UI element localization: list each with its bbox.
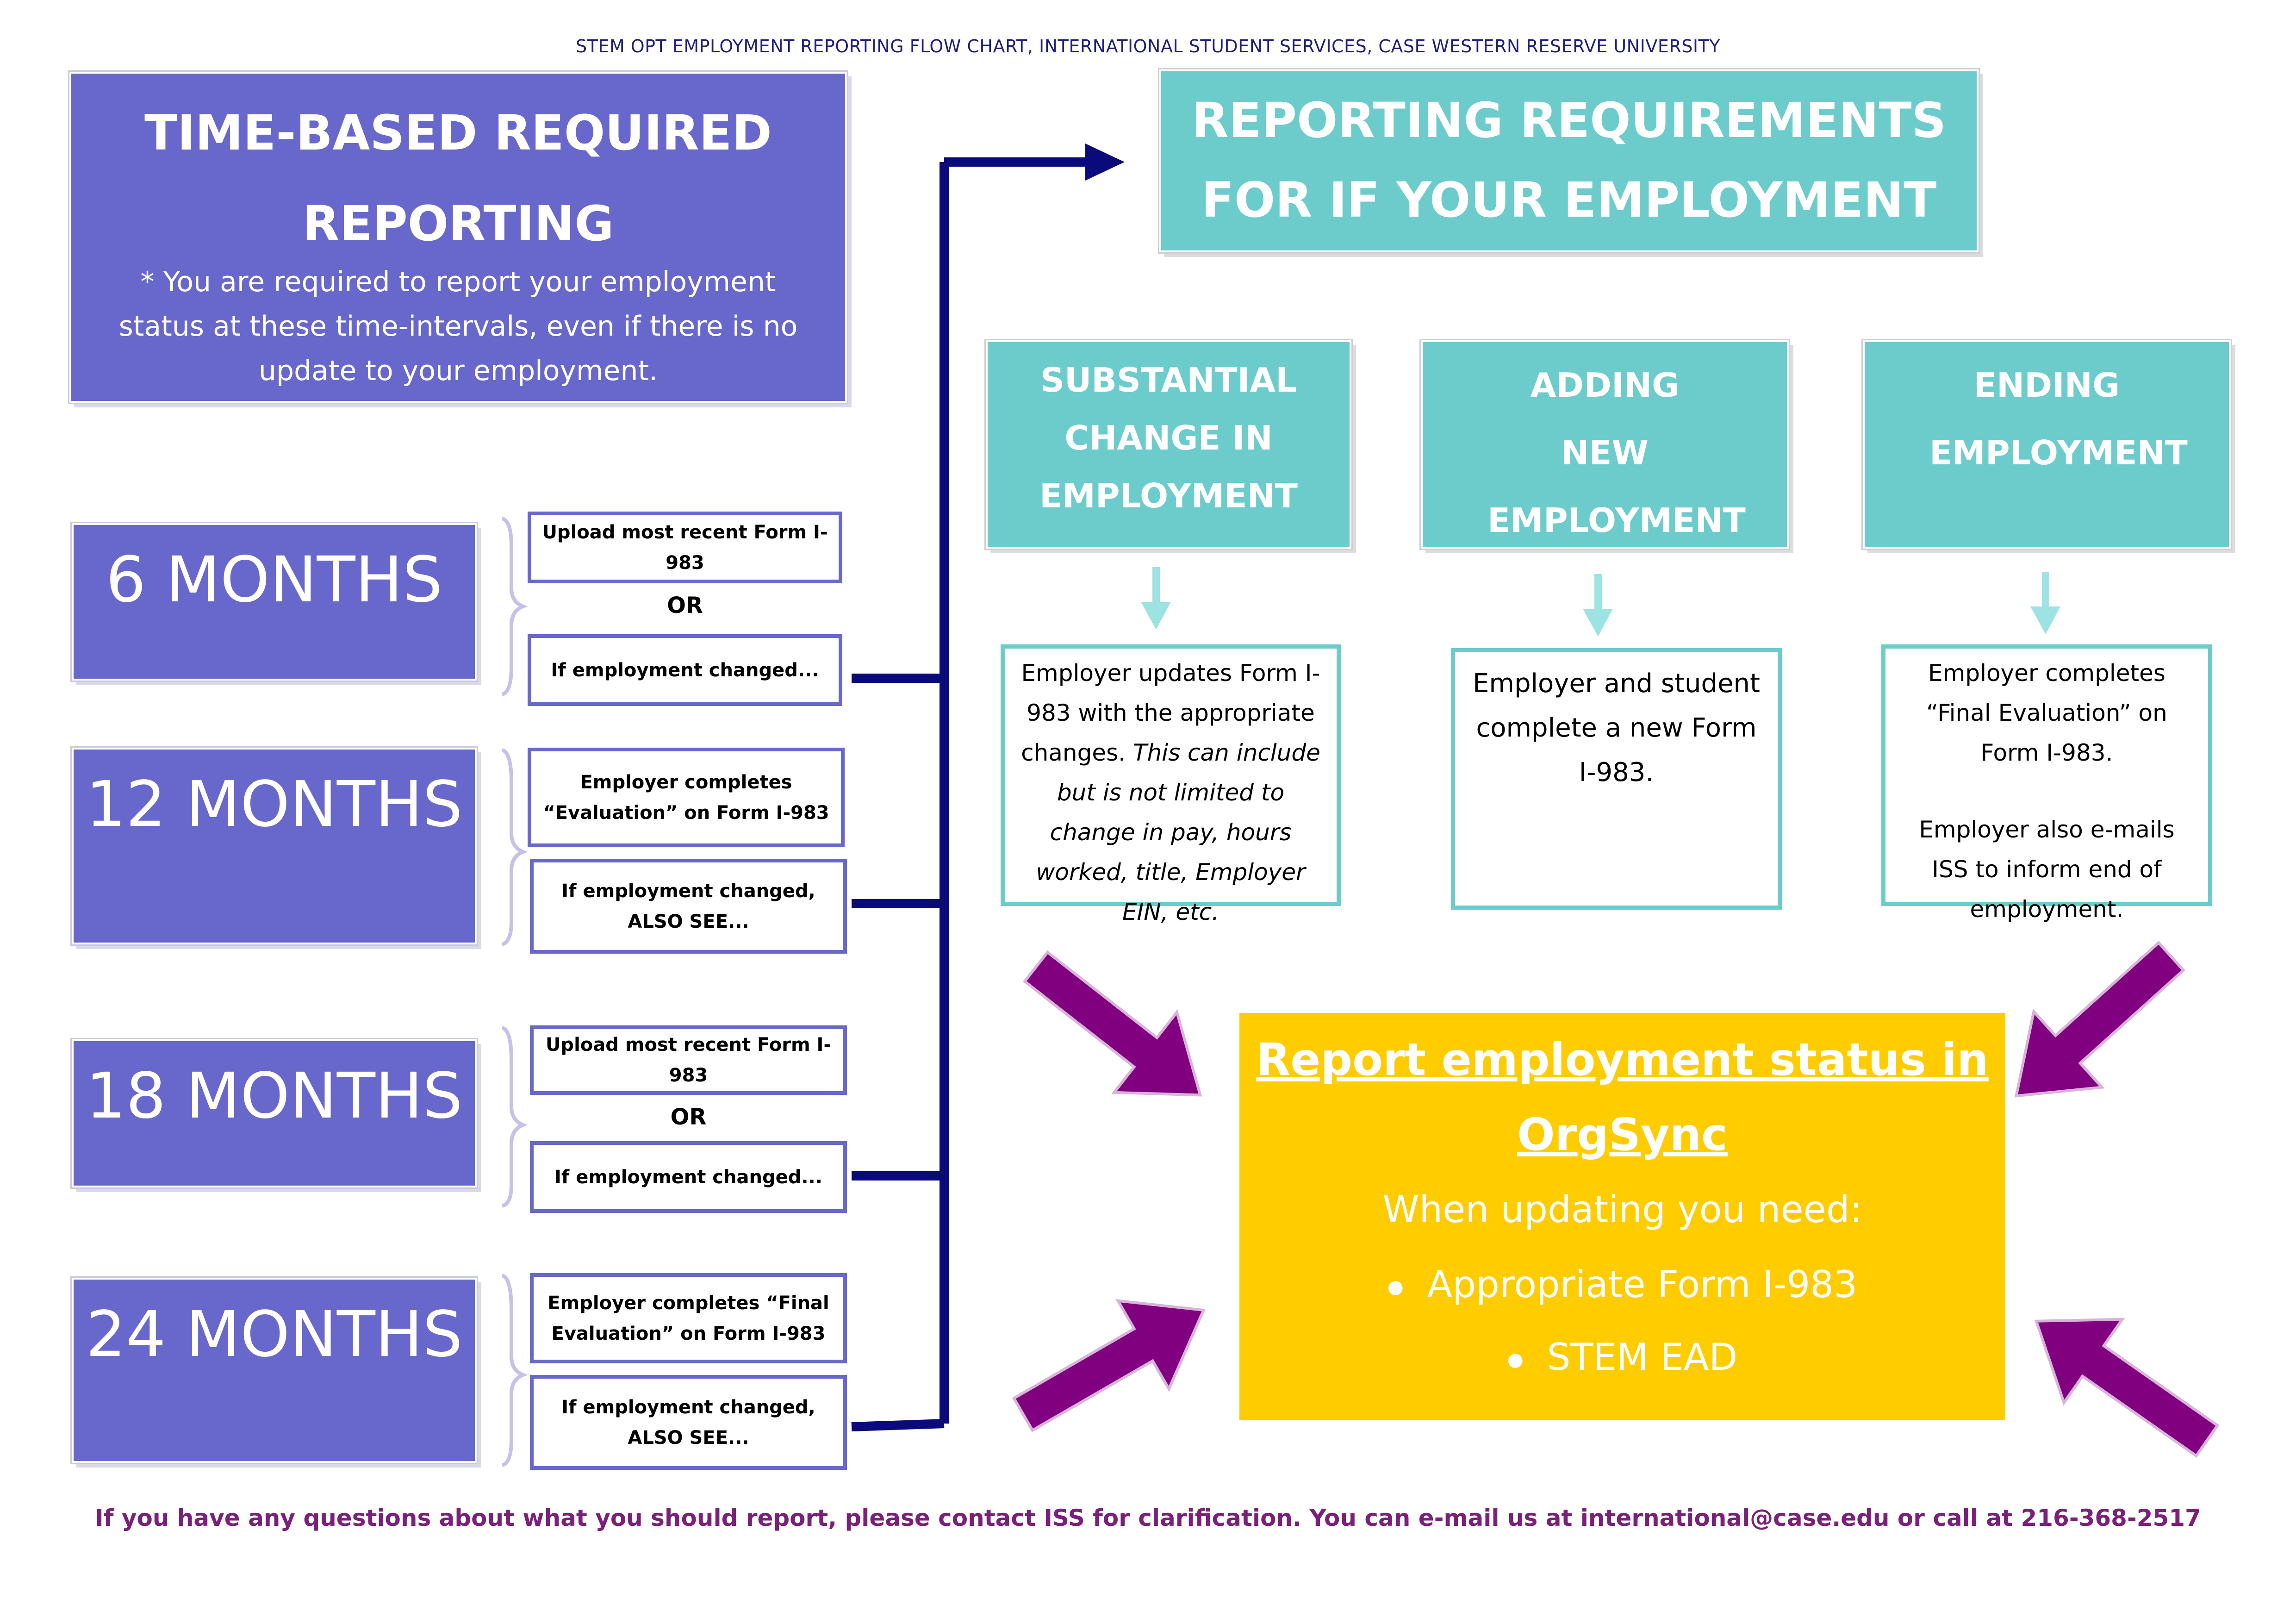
option-box: Upload most recent Form I-983 — [528, 512, 842, 583]
option-box: If employment changed, ALSO SEE... — [530, 859, 847, 954]
month-label: 18 MONTHS — [86, 1060, 463, 1133]
down-arrow-shaft — [1152, 567, 1160, 611]
month-box-24: 24 MONTHS — [70, 1276, 478, 1464]
time-based-box: TIME-BASED REQUIRED REPORTING * You are … — [68, 70, 848, 404]
brace — [501, 748, 528, 946]
brace — [501, 517, 528, 696]
connector — [851, 1419, 945, 1431]
purple-arrow — [2014, 941, 2185, 1098]
purple-arrow — [2034, 1318, 2220, 1458]
time-based-title: TIME-BASED REQUIRED REPORTING — [144, 105, 772, 252]
teal-arrow-group — [1141, 567, 2060, 637]
option-box: If employment changed, ALSO SEE... — [530, 1375, 847, 1470]
or-label: OR — [670, 1104, 707, 1130]
option-box: Upload most recent Form I-983 — [530, 1025, 847, 1095]
brace — [501, 1274, 528, 1467]
col-text-italic: This can include but is not limited to c… — [1036, 739, 1320, 925]
month-label: 6 MONTHS — [106, 543, 443, 617]
month-box-12: 12 MONTHS — [70, 746, 478, 946]
or-label: OR — [667, 593, 703, 618]
time-based-note: * You are required to report your employ… — [118, 266, 798, 387]
col-text-substantial: Employer updates Form I-983 with the app… — [1001, 644, 1341, 925]
navy-connector-group — [851, 157, 1088, 1431]
month-box-18: 18 MONTHS — [70, 1038, 478, 1189]
report-item-text: STEM EAD — [1547, 1336, 1738, 1379]
col-heading-adding: ADDING NEW EMPLOYMENT — [1419, 339, 1790, 550]
col-heading-ending: ENDING EMPLOYMENT — [1861, 339, 2232, 550]
month-box-6: 6 MONTHS — [70, 522, 478, 682]
footer-note: If you have any questions about what you… — [95, 1505, 2201, 1531]
report-item-text: Appropriate Form I-983 — [1427, 1263, 1858, 1306]
option-box: If employment changed... — [530, 1141, 847, 1213]
changes-title: REPORTING REQUIREMENTS FOR IF YOUR EMPLO… — [1158, 68, 1980, 308]
col-heading-substantial: SUBSTANTIAL CHANGE IN EMPLOYMENT — [984, 339, 1353, 550]
option-box: Employer completes “Final Evaluation” on… — [530, 1273, 847, 1363]
option-box: Employer completes “Evaluation” on Form … — [528, 748, 845, 847]
report-item: ● STEM EAD — [1507, 1336, 1738, 1379]
down-arrow-shaft — [2042, 572, 2049, 616]
col-text-2: Employer also e-mails ISS to inform end … — [1919, 816, 2175, 923]
down-arrow-head — [1141, 602, 1171, 630]
brace-group — [501, 517, 528, 1467]
month-label: 24 MONTHS — [86, 1298, 463, 1371]
option-box: If employment changed... — [528, 634, 842, 706]
purple-arrow-group — [1012, 941, 2220, 1458]
connector-arrowhead — [1085, 144, 1125, 181]
purple-arrow — [1012, 1299, 1206, 1432]
brace — [501, 1026, 528, 1208]
col-text-ending: Employer completes “Final Evaluation” on… — [1881, 644, 2212, 923]
page-title: STEM OPT EMPLOYMENT REPORTING FLOW CHART… — [576, 36, 1720, 56]
down-arrow-shaft — [1594, 574, 1602, 618]
report-box: Report employment status in OrgSync When… — [1239, 1013, 2005, 1420]
report-title: Report employment status in OrgSync — [1256, 1034, 1989, 1161]
col-text: Employer updates Form I-983 with the app… — [1021, 660, 1320, 766]
col-text: Employer and student complete a new Form… — [1473, 668, 1760, 787]
report-item: ● Appropriate Form I-983 — [1387, 1263, 1858, 1306]
down-arrow-head — [1583, 609, 1613, 637]
purple-arrow — [1022, 950, 1202, 1097]
col-text-adding: Employer and student complete a new Form… — [1451, 648, 1782, 910]
report-subtitle: When updating you need: — [1382, 1188, 1862, 1231]
down-arrow-head — [2030, 606, 2060, 634]
month-label: 12 MONTHS — [86, 768, 463, 841]
col-text: Employer completes “Final Evaluation” on… — [1926, 660, 2167, 766]
